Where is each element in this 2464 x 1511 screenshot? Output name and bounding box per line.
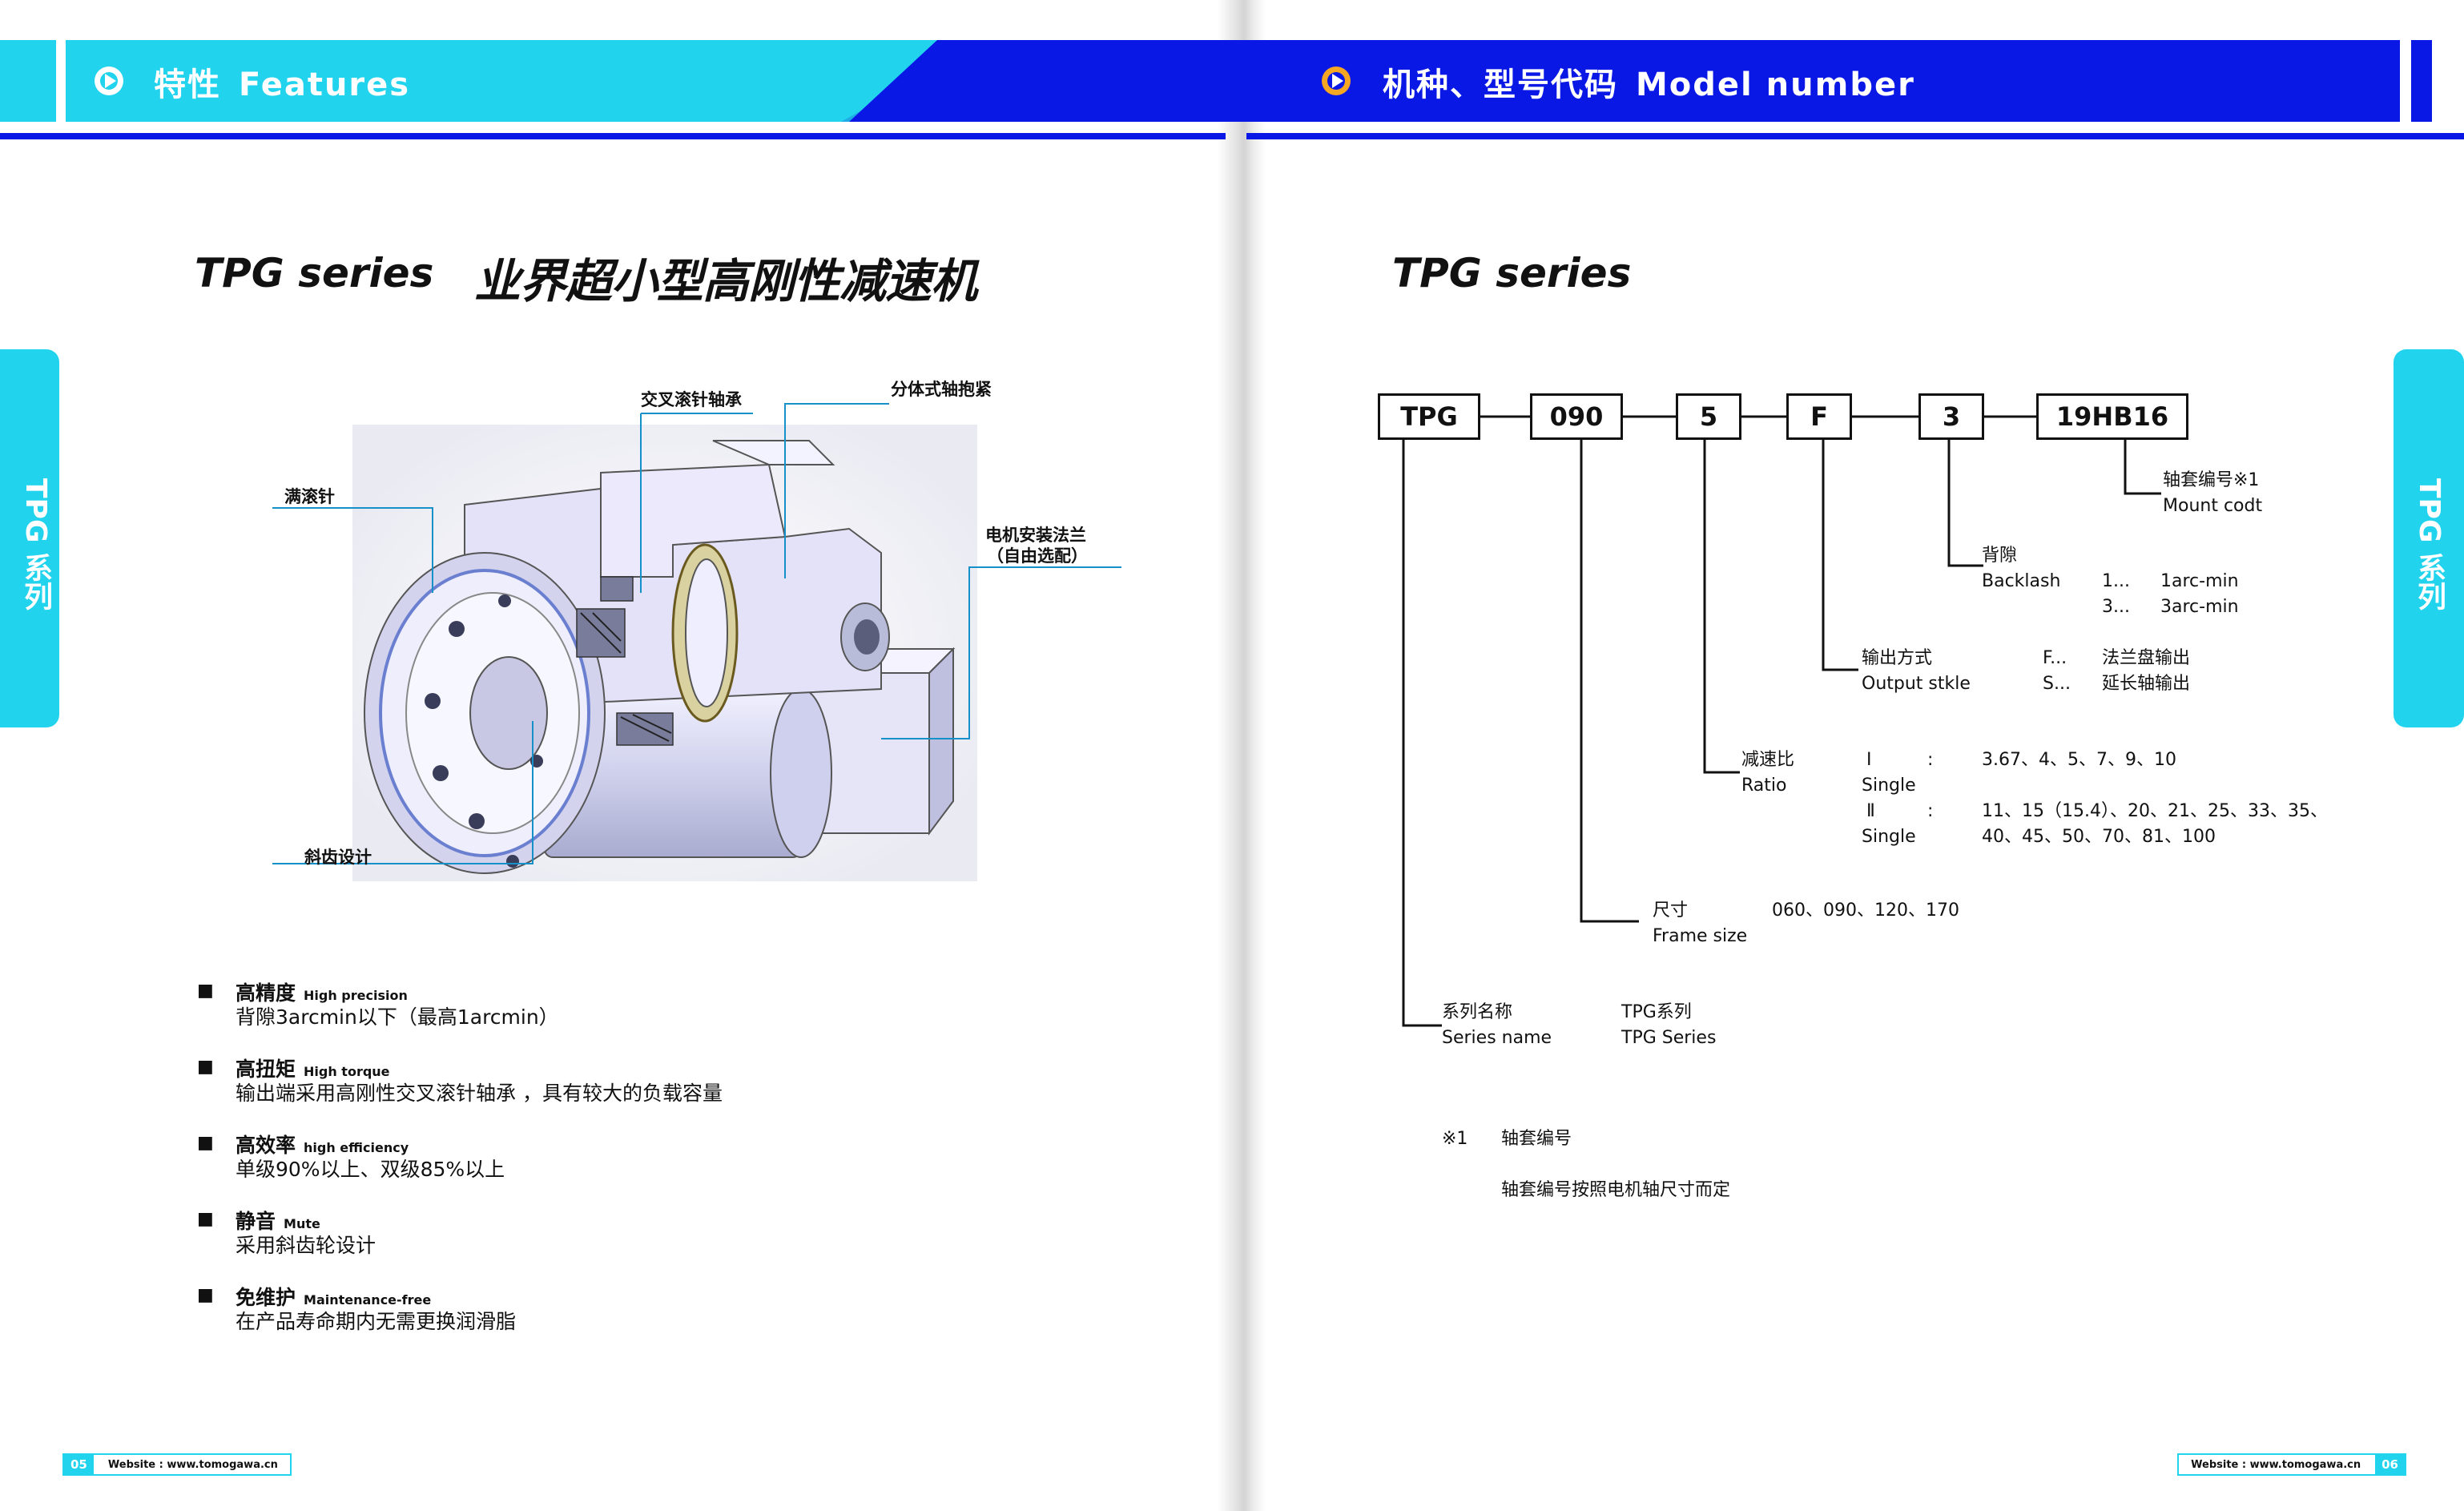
header-title-en: Features [239, 66, 411, 103]
ratio-colon: : [1927, 750, 1934, 770]
ratio-stage-ii: Ⅱ [1866, 801, 1875, 821]
note-title: 轴套编号 [1501, 1129, 1572, 1149]
callout-lines [272, 403, 1121, 864]
model-code-connectors [1402, 415, 2161, 1027]
right-series-title: TPG series [1392, 250, 1632, 296]
frame-label-cn: 尺寸 [1653, 901, 1689, 921]
feature-title: 高效率 [236, 1134, 296, 1157]
feature-desc: 背隙3arcmin以下（最高1arcmin） [236, 1005, 559, 1029]
right-side-tab [2394, 349, 2464, 727]
backlash-opt-key: 1... [2102, 571, 2130, 591]
mount-label-cn: 轴套编号※1 [2163, 470, 2260, 490]
left-series-title: TPG series [195, 250, 434, 296]
output-opt-value: 法兰盘输出 [2102, 648, 2191, 668]
feature-title: 高扭矩 [236, 1058, 296, 1081]
backlash-opt-value: 3arc-min [2160, 597, 2239, 617]
callout-helical-gear: 斜齿设计 [304, 848, 372, 867]
series-name-label-en: Series name [1442, 1028, 1552, 1048]
gearbox-cutaway-illustration [352, 425, 977, 881]
callout-split-clamp: 分体式轴抱紧 [891, 380, 992, 399]
mount-label-en: Mount codt [2163, 496, 2263, 516]
ratio-ii-values: 11、15（15.4）、20、21、25、33、35、 [1982, 801, 2328, 821]
feature-title: 高精度 [236, 981, 296, 1005]
backlash-opt-key: 3... [2102, 597, 2130, 617]
code-box-backlash: 3 [1918, 393, 1984, 440]
play-circle-icon [95, 66, 123, 95]
book-spine [1218, 0, 1266, 1511]
backlash-opt-value: 1arc-min [2160, 571, 2239, 591]
left-side-tab-label: TPG 系列 [19, 478, 52, 611]
output-opt-key: F... [2043, 648, 2067, 668]
ratio-i-values: 3.67、4、5、7、9、10 [1982, 750, 2176, 770]
ratio-stage-i: Ⅰ [1866, 750, 1872, 770]
left-footer: 05 Website : www.tomogawa.cn [62, 1453, 292, 1476]
ratio-single: Single [1862, 776, 1916, 796]
frame-values: 060、090、120、170 [1772, 901, 1959, 921]
right-page [1234, 0, 2464, 1511]
feature-title: 免维护 [236, 1286, 296, 1309]
header-title-cn: 特性 [154, 66, 221, 103]
feature-title-en: high efficiency [304, 1140, 409, 1155]
ratio-label-cn: 减速比 [1741, 750, 1795, 770]
ratio-ii-values: 40、45、50、70、81、100 [1982, 827, 2216, 847]
page-number: 06 [2375, 1455, 2405, 1474]
right-header-title: 机种、型号代码 Model number [1383, 58, 1915, 105]
output-label-en: Output stkle [1862, 674, 1971, 694]
frame-label-en: Frame size [1653, 926, 1748, 946]
series-name-value-en: TPG Series [1621, 1028, 1717, 1048]
backlash-label-cn: 背隙 [1982, 546, 2018, 566]
bullet-square-icon: ■ [197, 1209, 214, 1229]
right-header-bar [849, 40, 2432, 122]
header-title-en: Model number [1636, 66, 1915, 103]
feature-desc: 单级90%以上、双级85%以上 [236, 1158, 505, 1181]
feature-title: 静音 [236, 1210, 276, 1233]
code-box-mount: 19HB16 [2036, 393, 2188, 440]
bullet-square-icon: ■ [197, 1057, 214, 1077]
bullet-square-icon: ■ [197, 1285, 214, 1305]
note-mark: ※1 [1442, 1129, 1468, 1149]
right-side-tab-label: TPG 系列 [2413, 478, 2446, 611]
headline: 业界超小型高刚性减速机 [474, 254, 977, 308]
callout-full-needle: 满滚针 [284, 487, 335, 506]
header-title-cn: 机种、型号代码 [1383, 66, 1618, 103]
series-name-value-cn: TPG系列 [1621, 1002, 1692, 1022]
left-header-rule [0, 133, 1226, 139]
feature-desc: 在产品寿命期内无需更换润滑脂 [236, 1310, 517, 1333]
website-link[interactable]: Website : www.tomogawa.cn [2191, 1458, 2361, 1471]
left-side-tab [0, 349, 59, 727]
bullet-square-icon: ■ [197, 1133, 214, 1153]
right-header-shape [849, 40, 2432, 122]
ratio-colon: : [1927, 801, 1934, 821]
bullet-square-icon: ■ [197, 981, 214, 1001]
page-number: 05 [64, 1455, 94, 1474]
play-circle-icon [1322, 66, 1351, 95]
code-box-series: TPG [1378, 393, 1480, 440]
left-header-title: 特性 Features [154, 58, 410, 105]
feature-desc: 采用斜齿轮设计 [236, 1234, 376, 1257]
output-opt-value: 延长轴输出 [2102, 674, 2191, 694]
feature-title-en: High torque [304, 1064, 390, 1079]
right-header-rule [1246, 133, 2464, 139]
backlash-label-en: Backlash [1982, 571, 2061, 591]
feature-title-en: High precision [304, 988, 408, 1003]
callout-motor-flange: 电机安装法兰 [985, 526, 1086, 545]
code-box-output: F [1786, 393, 1852, 440]
note-desc: 轴套编号按照电机轴尺寸而定 [1501, 1180, 1731, 1200]
code-box-ratio: 5 [1676, 393, 1741, 440]
callout-crossed-roller: 交叉滚针轴承 [641, 390, 742, 409]
feature-desc: 输出端采用高刚性交叉滚针轴承 ，具有较大的负载容量 [236, 1082, 723, 1105]
feature-title-en: Maintenance-free [304, 1292, 432, 1308]
code-box-frame: 090 [1530, 393, 1623, 440]
ratio-label-en: Ratio [1741, 776, 1787, 796]
right-footer: Website : www.tomogawa.cn 06 [2177, 1453, 2406, 1476]
website-link[interactable]: Website : www.tomogawa.cn [107, 1458, 278, 1471]
series-name-label-cn: 系列名称 [1442, 1002, 1513, 1022]
feature-title-en: Mute [284, 1216, 320, 1231]
output-opt-key: S... [2043, 674, 2071, 694]
callout-motor-flange-optional: （自由选配） [987, 546, 1088, 566]
output-label-cn: 输出方式 [1862, 648, 1933, 668]
ratio-single: Single [1862, 827, 1916, 847]
